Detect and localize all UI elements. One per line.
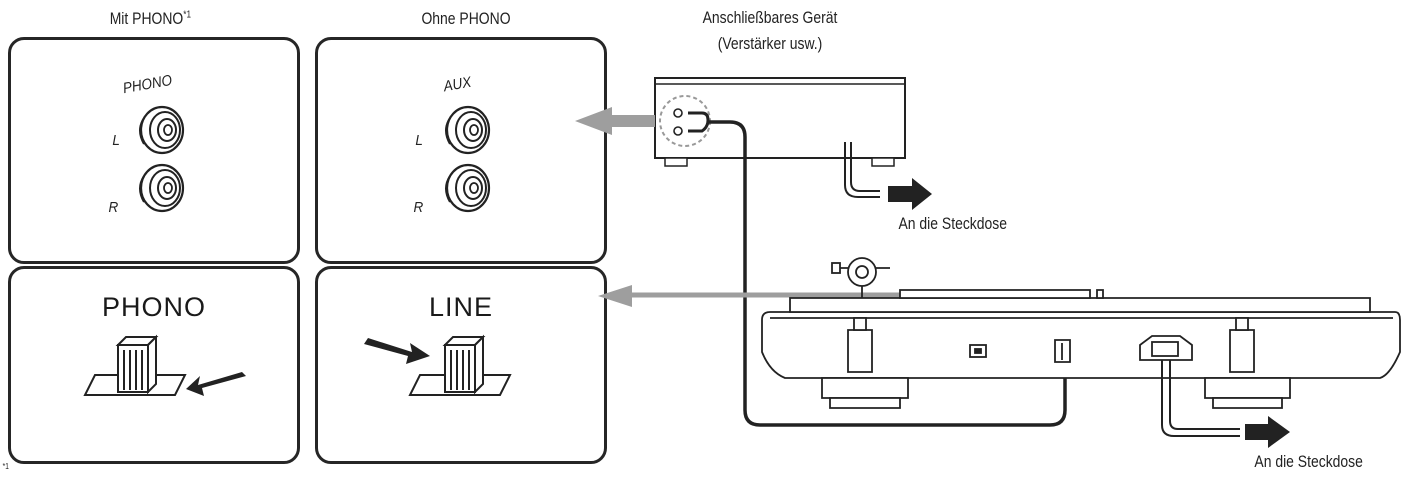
- aux-jack-r-icon: [444, 163, 491, 213]
- turntable-icon: [761, 257, 1401, 409]
- amplifier-power-cord: [844, 142, 880, 198]
- outlet-arrow-bottom-icon: [1245, 416, 1290, 448]
- caption-device-line2: (Verstärker usw.): [717, 34, 823, 53]
- amplifier-icon: [654, 77, 906, 167]
- caption-device-line1: Anschließbares Gerät: [702, 8, 838, 27]
- caption-with-phono: Mit PHONO*1: [109, 9, 192, 28]
- caption-outlet-bottom: An die Steckdose: [1254, 452, 1363, 471]
- phono-switch-icon: [83, 334, 187, 396]
- aux-left-label: L: [415, 132, 423, 149]
- push-left-arrow-icon: [186, 372, 246, 396]
- turntable-power-cord: [1161, 360, 1240, 437]
- aux-right-label: R: [413, 199, 424, 216]
- caption-outlet-top: An die Steckdose: [898, 214, 1007, 233]
- footnote-mark: *1: [2, 462, 9, 471]
- phono-right-label: R: [108, 199, 119, 216]
- phono-jack-l-icon: [138, 105, 185, 155]
- outlet-arrow-top-icon: [888, 178, 932, 210]
- phono-left-label: L: [112, 132, 120, 149]
- audio-cable: [708, 120, 1067, 427]
- aux-jack-l-icon: [444, 105, 491, 155]
- switch-line-label: LINE: [428, 292, 494, 322]
- switch-phono-label: PHONO: [101, 292, 206, 322]
- line-switch-icon: [408, 334, 512, 396]
- footnote-ref: *1: [183, 9, 192, 21]
- push-right-arrow-icon: [364, 338, 430, 364]
- signal-arrow-to-aux-icon: [575, 107, 655, 135]
- phono-jack-r-icon: [138, 163, 185, 213]
- caption-without-phono: Ohne PHONO: [421, 9, 511, 28]
